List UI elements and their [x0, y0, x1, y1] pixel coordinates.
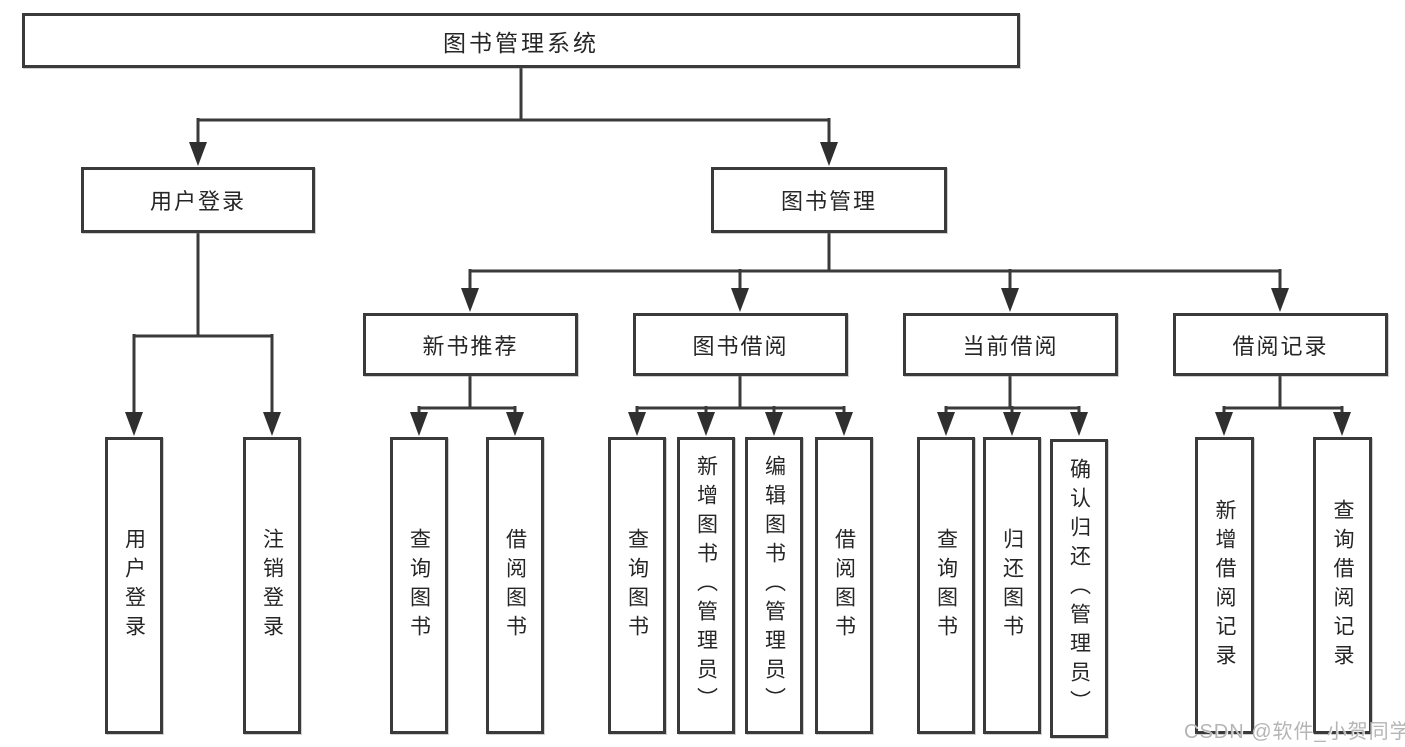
leaf-add-books-admin: 新增图书（管理员）: [677, 437, 735, 734]
leaf-query-books-borrowing: 查询图书: [608, 437, 666, 734]
leaf-add-borrow-record: 新增借阅记录: [1195, 437, 1254, 734]
node-current-borrowing: 当前借阅: [903, 313, 1118, 376]
leaf-return-books: 归还图书: [983, 437, 1041, 734]
arrowheads: [125, 142, 1351, 436]
node-borrowing-records: 借阅记录: [1173, 313, 1388, 376]
node-book-management: 图书管理: [711, 167, 947, 233]
node-root: 图书管理系统: [22, 13, 1020, 68]
leaf-query-books-recommend: 查询图书: [390, 437, 448, 734]
leaf-query-books-current: 查询图书: [917, 437, 975, 734]
node-new-book-recommend: 新书推荐: [363, 313, 578, 376]
leaf-confirm-return-admin: 确认归还（管理员）: [1050, 439, 1108, 738]
node-book-borrowing: 图书借阅: [633, 313, 848, 376]
leaf-edit-books-admin: 编辑图书（管理员）: [745, 437, 803, 734]
leaf-user-login: 用户登录: [105, 437, 163, 734]
leaf-query-borrow-record: 查询借阅记录: [1313, 437, 1372, 734]
node-user-login: 用户登录: [81, 167, 315, 233]
leaf-borrow-books-borrowing: 借阅图书: [815, 437, 873, 734]
watermark: CSDN @软件_小贺同学: [1184, 721, 1405, 743]
leaf-logout: 注销登录: [243, 437, 301, 734]
leaf-borrow-books-recommend: 借阅图书: [486, 437, 544, 734]
